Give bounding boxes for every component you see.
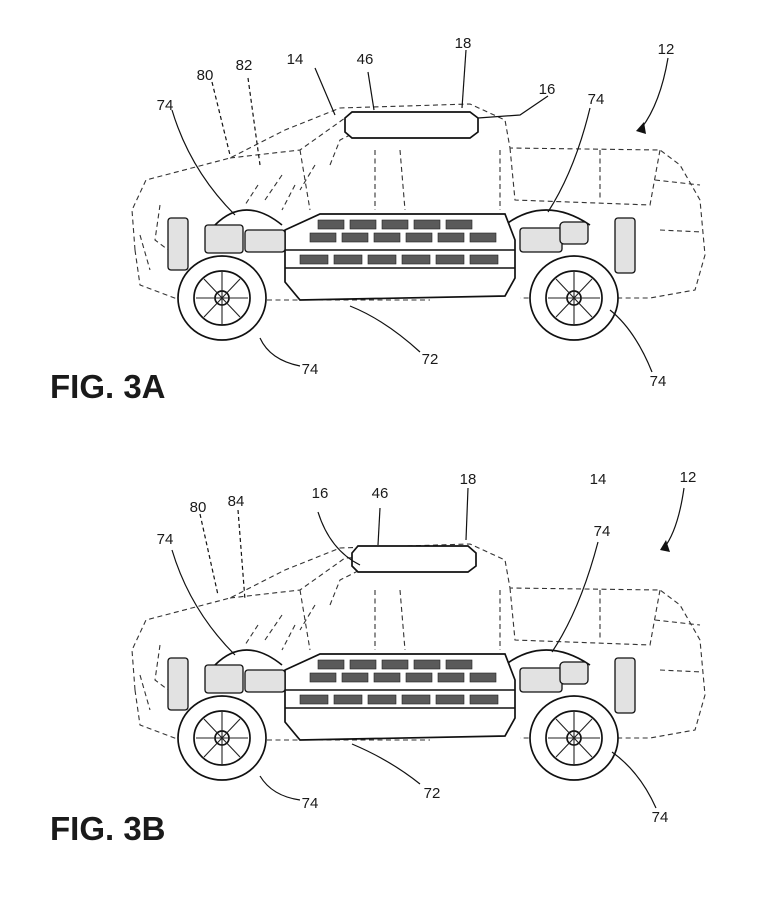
label-18: 18 xyxy=(455,35,472,52)
label-12: 12 xyxy=(658,41,675,58)
label-84: 84 xyxy=(228,493,245,510)
vehicle-drawing xyxy=(131,103,706,341)
label-82: 82 xyxy=(236,57,253,74)
label-16: 16 xyxy=(539,81,556,98)
label-74-front-bottom: 74 xyxy=(302,795,319,812)
label-80: 80 xyxy=(190,499,207,516)
vehicle-drawing xyxy=(131,543,706,781)
label-74-rear-bottom: 74 xyxy=(650,373,667,390)
label-74-front-top: 74 xyxy=(157,97,174,114)
label-74-rear-top: 74 xyxy=(588,91,605,108)
label-14: 14 xyxy=(287,51,304,68)
figure-caption: FIG. 3B xyxy=(50,810,166,847)
label-12: 12 xyxy=(680,469,697,486)
label-14: 14 xyxy=(590,471,607,488)
figure-3b: 18 16 46 14 84 80 74 74 12 74 72 74 FIG.… xyxy=(50,469,706,847)
label-80: 80 xyxy=(197,67,214,84)
label-16: 16 xyxy=(312,485,329,502)
figure-caption: FIG. 3A xyxy=(50,368,166,405)
roof-module xyxy=(344,111,479,139)
label-72: 72 xyxy=(424,785,441,802)
figure-3a: 18 16 14 46 82 80 74 74 12 74 72 74 FIG.… xyxy=(50,35,706,405)
label-46: 46 xyxy=(372,485,389,502)
label-74-rear-bottom: 74 xyxy=(652,809,669,826)
label-74-front-bottom: 74 xyxy=(302,361,319,378)
label-72: 72 xyxy=(422,351,439,368)
label-46: 46 xyxy=(357,51,374,68)
label-74-rear-top: 74 xyxy=(594,523,611,540)
label-74-front-top: 74 xyxy=(157,531,174,548)
roof-module xyxy=(351,545,477,573)
label-18: 18 xyxy=(460,471,477,488)
